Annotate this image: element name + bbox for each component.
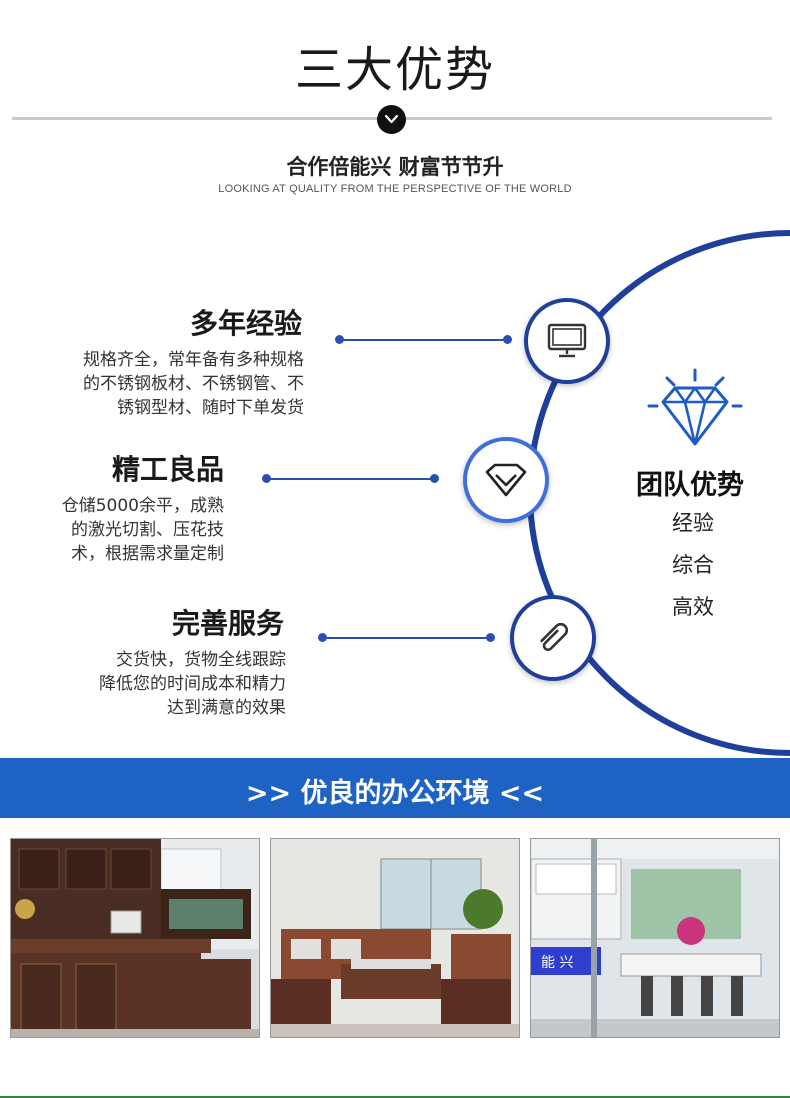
- slogan: 合作倍能兴 财富节节升: [286, 155, 504, 179]
- office-photo-desk: [10, 838, 260, 1038]
- feature-circle-experience: [524, 298, 610, 384]
- feature-title-service: 完善服务: [171, 607, 284, 640]
- feature-circle-quality: [463, 437, 549, 523]
- page-title: 三大优势: [294, 42, 495, 98]
- feature-title-quality: 精工良品: [111, 453, 224, 486]
- team-item-comprehensive: 综合: [672, 553, 714, 577]
- diamond-icon: [647, 368, 743, 446]
- gem-v-icon: [485, 463, 527, 497]
- connector-dot: [335, 335, 344, 344]
- paperclip-icon: [540, 622, 569, 652]
- office-photo-meeting-room: 能 兴: [530, 838, 780, 1038]
- feature-circle-service: [510, 595, 596, 681]
- office-banner-text: >> 优良的办公环境 <<: [245, 778, 545, 809]
- team-advantage-title: 团队优势: [636, 470, 744, 501]
- connector-dot: [430, 474, 439, 483]
- connector-line: [267, 478, 435, 480]
- connector-dot: [318, 633, 327, 642]
- connector-dot: [262, 474, 271, 483]
- connector-line: [323, 637, 491, 639]
- team-item-efficient: 高效: [672, 595, 714, 619]
- feature-desc-quality: 仓储5000余平，成熟 的激光切割、压花技 术，根据需求量定制: [61, 496, 224, 564]
- feature-desc-service: 交货快，货物全线跟踪 降低您的时间成本和精力 达到满意的效果: [99, 650, 286, 718]
- slogan-english: LOOKING AT QUALITY FROM THE PERSPECTIVE …: [218, 183, 572, 195]
- connector-dot: [486, 633, 495, 642]
- office-sign-text: 能 兴: [541, 955, 573, 971]
- chevron-down-icon: [377, 105, 406, 134]
- bottom-divider: [0, 1096, 790, 1098]
- connector-line: [340, 339, 508, 341]
- feature-title-experience: 多年经验: [189, 307, 302, 340]
- office-photo-lounge: [270, 838, 520, 1038]
- feature-desc-experience: 规格齐全，常年备有多种规格 的不锈钢板材、不锈钢管、不 锈钢型材、随时下单发货: [83, 350, 304, 418]
- monitor-icon: [547, 323, 587, 358]
- office-banner: [0, 758, 790, 818]
- team-item-experience: 经验: [672, 511, 714, 535]
- connector-dot: [503, 335, 512, 344]
